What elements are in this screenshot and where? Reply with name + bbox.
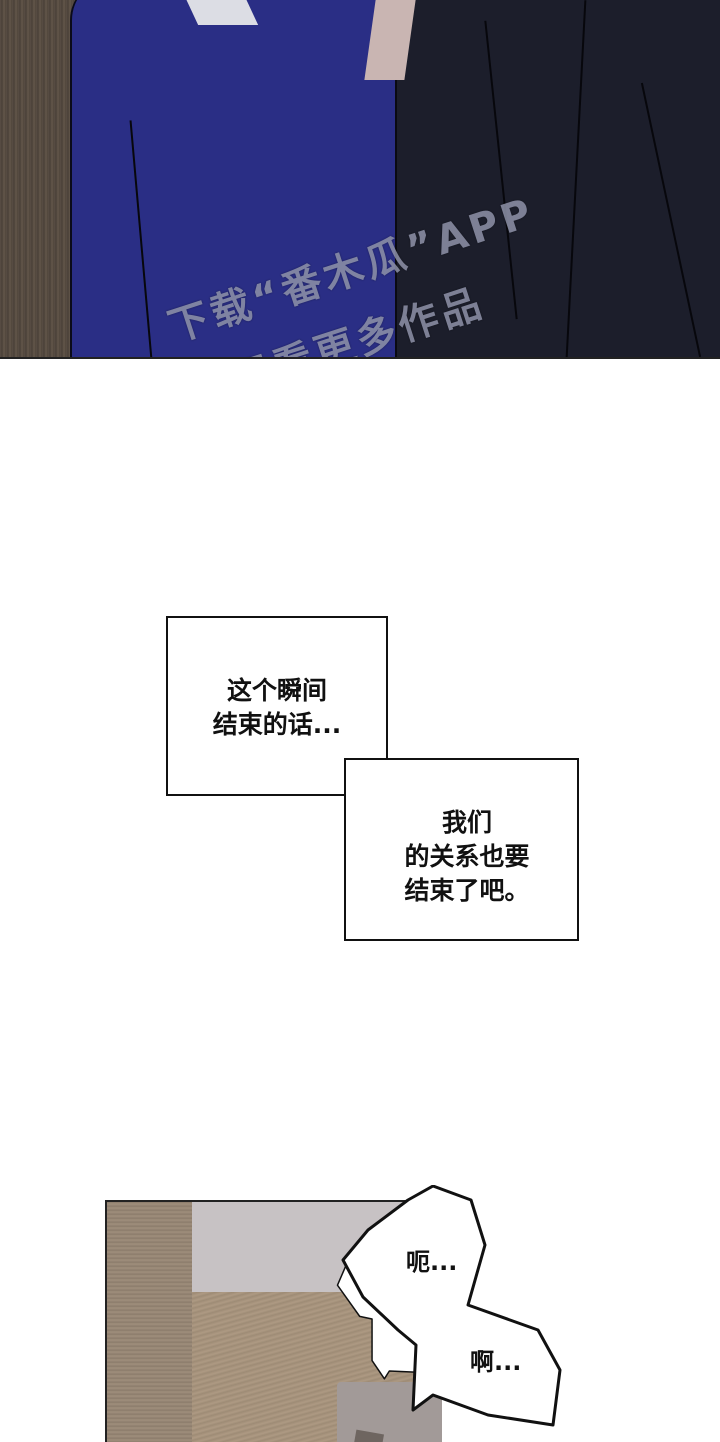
panel-divider: [0, 357, 720, 359]
caption-text-1: 这个瞬间 结束的话...: [212, 676, 342, 739]
dark-coat-figure: [395, 0, 720, 358]
speech-bubble-shape: [341, 1185, 562, 1427]
wooden-wall-panel: [107, 1202, 192, 1442]
speech-text-2: 啊...: [470, 1348, 522, 1376]
caption-join: [346, 760, 385, 794]
caption-text-2: 我们 的关系也要 结束了吧。: [404, 808, 530, 905]
speech-text-1: 呃...: [406, 1248, 458, 1276]
caption-box-2: [344, 758, 579, 941]
comic-panel-top: 下载“番木瓜”APP 观看更多作品: [0, 0, 720, 358]
